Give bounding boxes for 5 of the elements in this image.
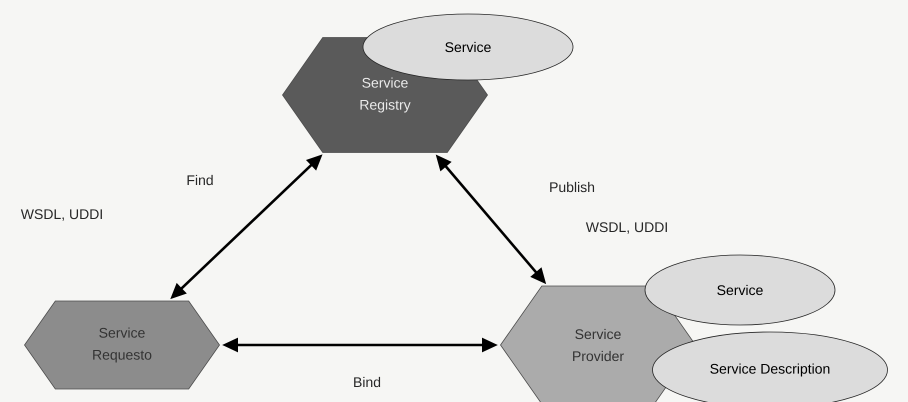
protocol-label: WSDL, UDDI xyxy=(20,209,102,221)
edge-label: Publish xyxy=(548,180,596,194)
protocol-label: WSDL, UDDI xyxy=(586,222,667,234)
hexagon: Service Requesto xyxy=(24,300,220,390)
hexagon: Service Provider xyxy=(500,286,696,402)
